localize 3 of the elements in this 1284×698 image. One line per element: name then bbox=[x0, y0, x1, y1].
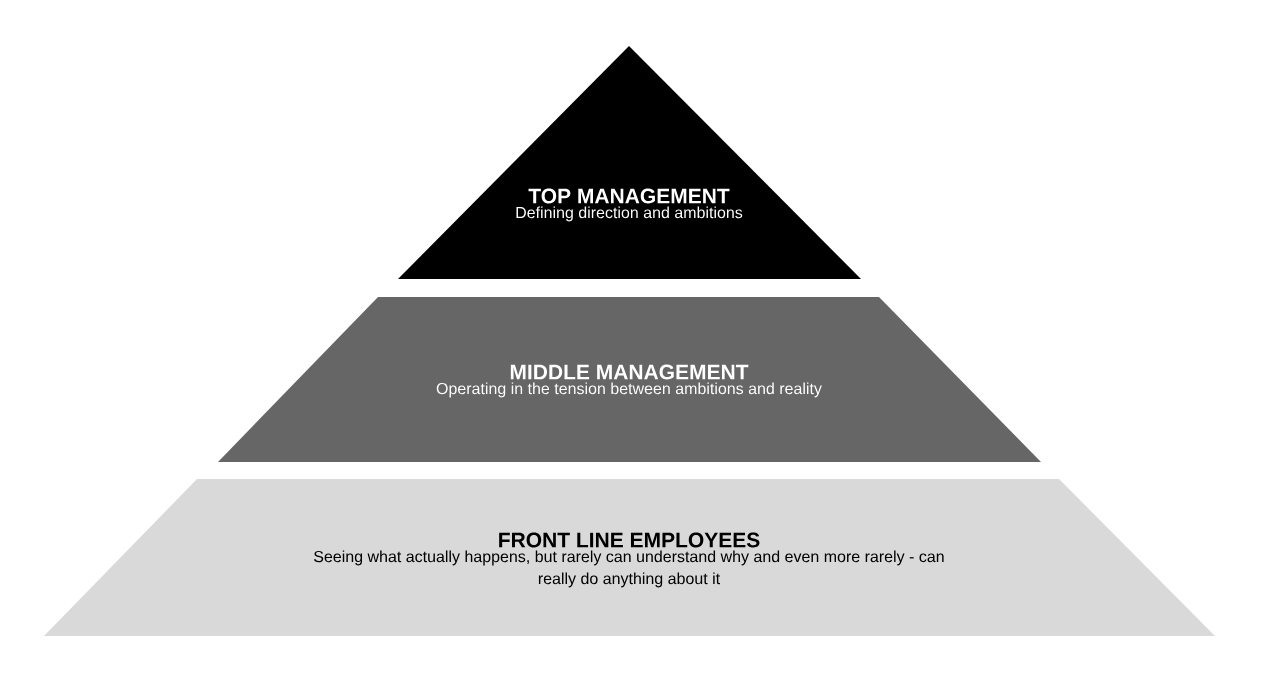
pyramid-tier: TOP MANAGEMENT Defining direction and ambitions bbox=[398, 46, 861, 279]
pyramid-tier: MIDDLE MANAGEMENT Operating in the tension between ambitions and reality bbox=[218, 297, 1041, 462]
pyramid-tier: FRONT LINE EMPLOYEES Seeing what actually happens, but rarely can understand why and even more rarely - can really do anything about it bbox=[44, 479, 1215, 636]
